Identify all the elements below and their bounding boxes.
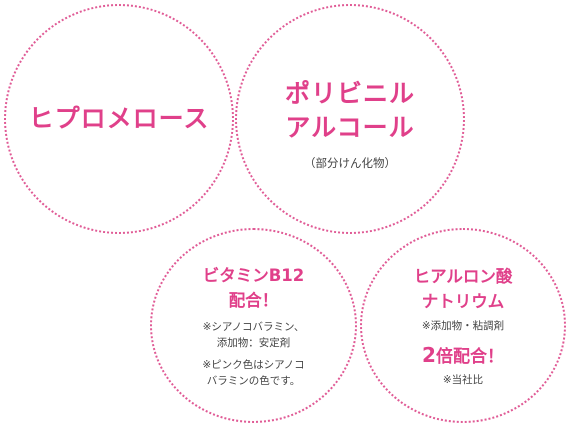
ingredient-name-line2: ナトリウム [421, 291, 505, 311]
ingredient-note-1: ※シアノコバラミン、 添加物：安定剤 [203, 319, 305, 351]
ingredient-circle-vitamin-b12: ビタミンB12 配合！ ※シアノコバラミン、 添加物：安定剤 ※ピンク色はシアノ… [150, 228, 357, 423]
ingredient-note-1: ※添加物・粘調剤 [421, 319, 505, 332]
ingredient-circle-polyvinyl-alcohol: ポリビニル アルコール （部分けん化物） [235, 4, 465, 234]
ingredient-note-2: ※ピンク色はシアノコ バラミンの色です。 [202, 357, 304, 389]
ingredient-name-line1: ポリビニル [284, 79, 415, 108]
ingredient-circle-sodium-hyaluronate: ヒアルロン酸 ナトリウム ※添加物・粘調剤 2倍配合！ ※当社比 [360, 228, 566, 423]
ingredient-name-line2: 配合！ [228, 290, 279, 310]
double-amount-callout: 2倍配合！ [422, 344, 504, 368]
ingredient-note-1a: ※シアノコバラミン、 [202, 320, 305, 333]
ingredient-note: （部分けん化物） [304, 156, 396, 170]
ingredient-note-2b: バラミンの色です。 [206, 374, 301, 387]
ingredient-name: ヒプロメロース [28, 104, 210, 133]
ingredient-note-1b: 添加物：安定剤 [216, 336, 291, 349]
ingredient-note-2: ※当社比 [442, 373, 484, 386]
double-amount-text: 倍配合！ [435, 346, 504, 367]
ingredient-name-line1: ヒアルロン酸 [413, 266, 513, 286]
ingredient-note-2a: ※ピンク色はシアノコ [202, 358, 305, 371]
ingredient-name-line2: アルコール [285, 113, 415, 142]
double-amount-number: 2 [422, 342, 436, 367]
ingredient-name-line1: ビタミンB12 [202, 265, 305, 285]
ingredient-circle-hypromellose: ヒプロメロース [4, 4, 234, 234]
